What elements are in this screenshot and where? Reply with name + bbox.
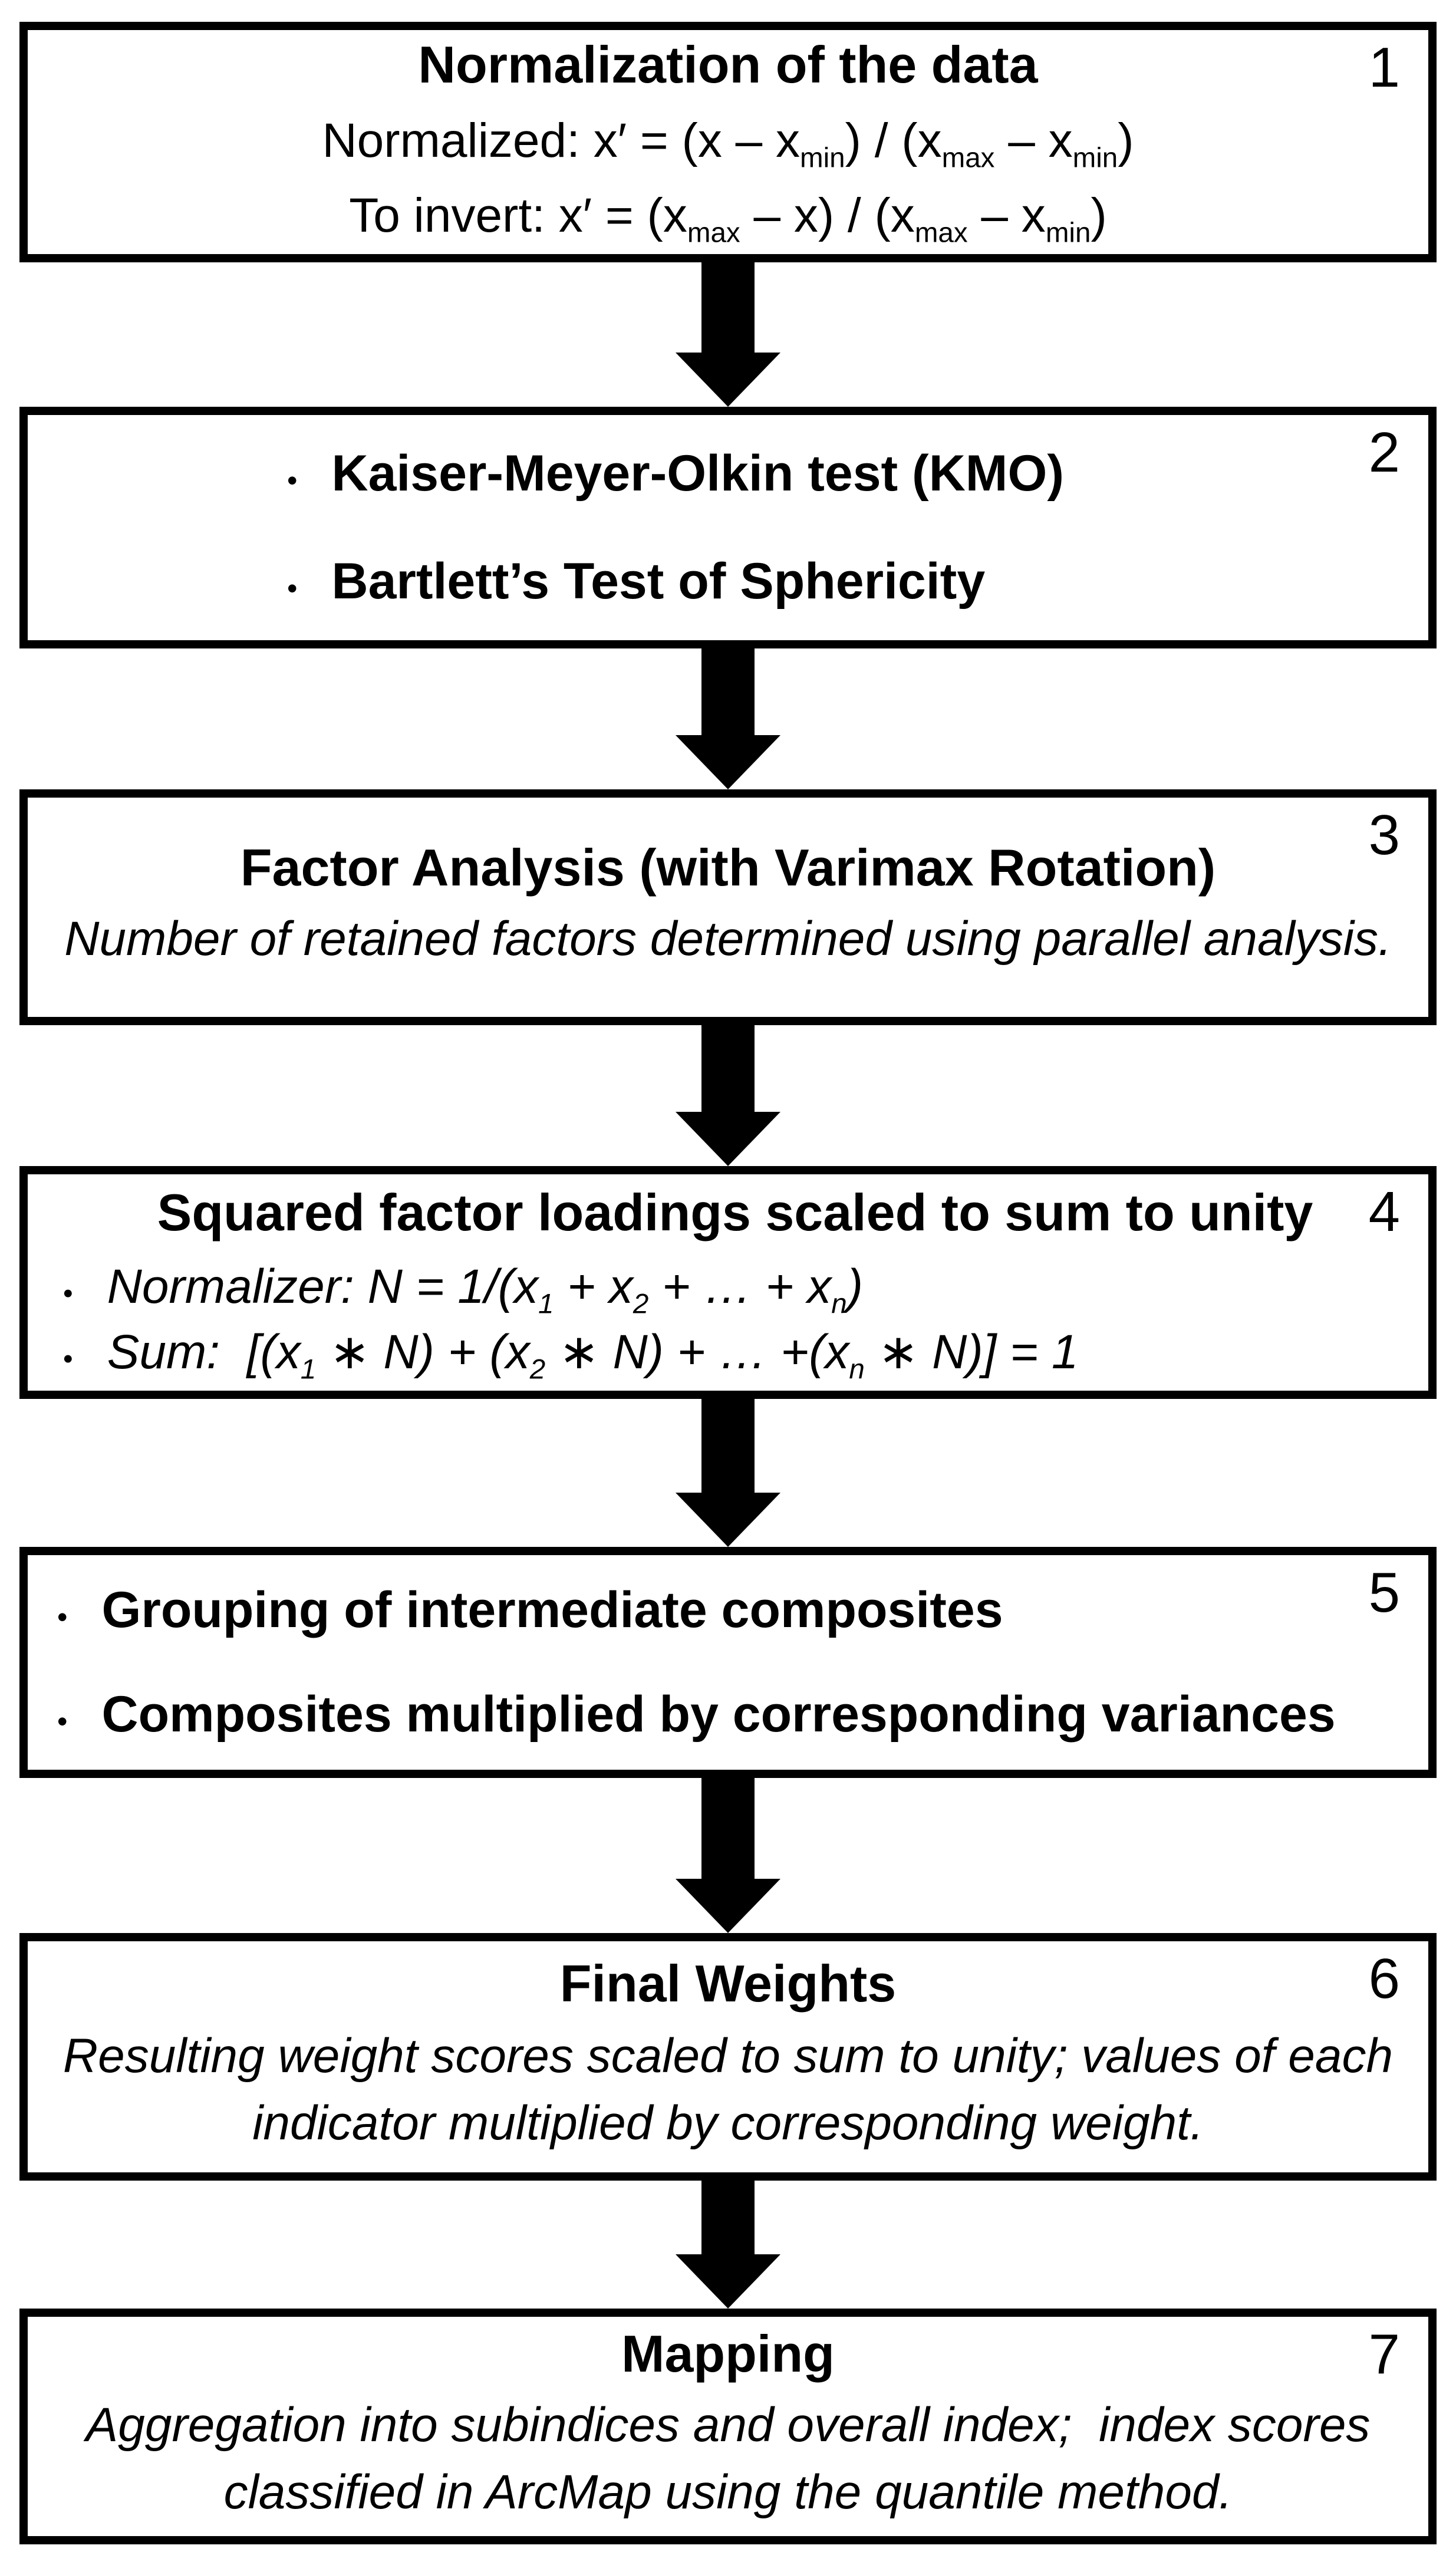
down-arrow-icon: [19, 1025, 1437, 1166]
bullet-icon: •: [287, 464, 298, 497]
step-box-6: 6 Final Weights Resulting weight scores …: [19, 1933, 1437, 2181]
arrow-shaft: [701, 648, 755, 735]
step-number: 7: [1368, 2323, 1400, 2386]
down-arrow-icon: [19, 648, 1437, 789]
step-box-3: 3 Factor Analysis (with Varimax Rotation…: [19, 789, 1437, 1025]
step-paragraph: Aggregation into subindices and overall …: [85, 2398, 1384, 2519]
bullet-icon: •: [63, 1277, 73, 1309]
down-arrow-icon: [19, 1399, 1437, 1547]
bullet-text: Bartlett’s Test of Sphericity: [331, 553, 986, 610]
step-number: 3: [1368, 804, 1400, 867]
arrow-head: [676, 735, 780, 789]
step-title: Factor Analysis (with Varimax Rotation): [240, 838, 1216, 897]
step-box-1: 1 Normalization of the data Normalized: …: [19, 22, 1437, 262]
step-number: 2: [1368, 421, 1400, 484]
step-number: 5: [1368, 1561, 1400, 1624]
bullet-text: Kaiser-Meyer-Olkin test (KMO): [331, 445, 1064, 502]
bullet-text: Composites multiplied by corresponding v…: [101, 1686, 1336, 1743]
bullet-icon: •: [63, 1343, 73, 1375]
formula-line: Normalized: x′ = (x – xmin) / (xmax – xm…: [322, 114, 1134, 174]
bullet-text: Grouping of intermediate composites: [101, 1582, 1003, 1638]
bullet-item: • Composites multiplied by corresponding…: [57, 1685, 1336, 1744]
bullet-item: • Bartlett’s Test of Sphericity: [287, 552, 985, 611]
step-number: 1: [1368, 36, 1400, 99]
step-box-2: 2 • Kaiser-Meyer-Olkin test (KMO) • Bart…: [19, 407, 1437, 648]
down-arrow-icon: [19, 2181, 1437, 2309]
arrow-head: [676, 1879, 780, 1933]
arrow-head: [676, 353, 780, 407]
bullet-item: • Grouping of intermediate composites: [57, 1581, 1003, 1639]
arrow-shaft: [701, 1025, 755, 1112]
step-box-5: 5 • Grouping of intermediate composites …: [19, 1547, 1437, 1778]
bullet-item: • Sum: [(x1 ∗ N) + (x2 ∗ N) + … +(xn ∗ N…: [63, 1324, 1407, 1385]
step-title: Squared factor loadings scaled to sum to…: [157, 1183, 1313, 1242]
step-title: Normalization of the data: [418, 35, 1038, 94]
bullet-text: Normalizer: N = 1/(x1 + x2 + … + xn): [107, 1259, 864, 1319]
arrow-shaft: [701, 262, 755, 353]
arrow-shaft: [701, 2181, 755, 2254]
step-box-7: 7 Mapping Aggregation into subindices an…: [19, 2309, 1437, 2544]
bullet-text: Sum: [(x1 ∗ N) + (x2 ∗ N) + … +(xn ∗ N)]…: [107, 1325, 1079, 1385]
down-arrow-icon: [19, 1778, 1437, 1933]
arrow-shaft: [701, 1778, 755, 1879]
arrow-shaft: [701, 1399, 755, 1493]
bullet-icon: •: [287, 572, 298, 605]
step-paragraph: Number of retained factors determined us…: [64, 912, 1392, 966]
step-paragraph: Resulting weight scores scaled to sum to…: [62, 2029, 1406, 2150]
arrow-head: [676, 1493, 780, 1547]
step-box-4: 4 Squared factor loadings scaled to sum …: [19, 1166, 1437, 1399]
step-title: Final Weights: [559, 1954, 897, 2013]
step-title: Mapping: [621, 2324, 835, 2383]
step-number: 6: [1368, 1947, 1400, 2010]
bullet-item: • Kaiser-Meyer-Olkin test (KMO): [287, 444, 1064, 503]
bullet-icon: •: [57, 1705, 68, 1738]
step-number: 4: [1368, 1180, 1400, 1243]
arrow-head: [676, 2254, 780, 2309]
bullet-icon: •: [57, 1601, 68, 1634]
down-arrow-icon: [19, 262, 1437, 407]
bullet-item: • Normalizer: N = 1/(x1 + x2 + … + xn): [63, 1259, 1407, 1319]
formula-line: To invert: x′ = (xmax – x) / (xmax – xmi…: [349, 188, 1107, 249]
arrow-head: [676, 1112, 780, 1166]
